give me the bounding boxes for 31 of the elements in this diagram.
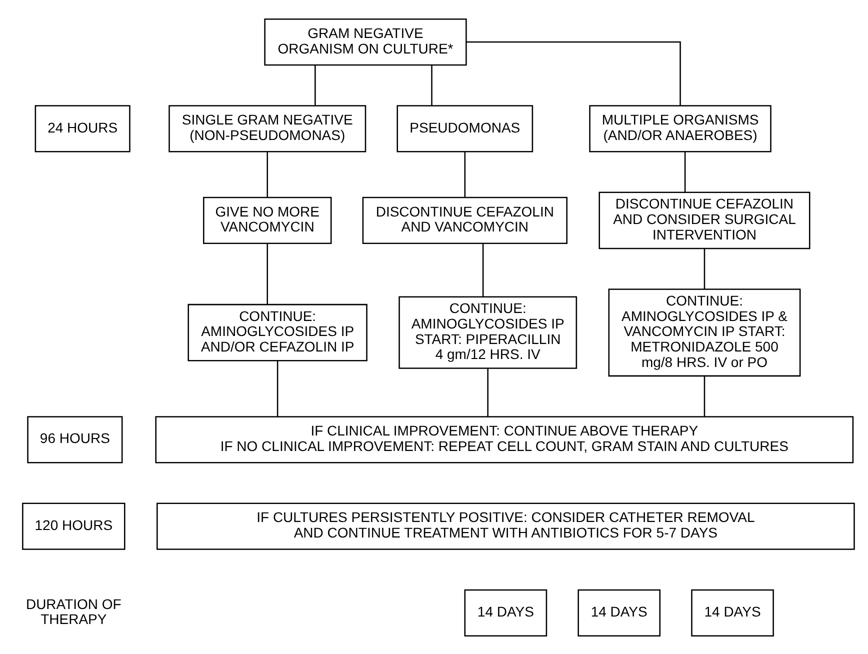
connector: [266, 151, 268, 196]
node-box: 14 DAYS: [578, 588, 661, 636]
node-box: 14 DAYS: [464, 588, 548, 636]
connector: [266, 243, 268, 304]
node-box: IF CLINICAL IMPROVEMENT: CONTINUE ABOVE THERAPY IF NO CLINICAL IMPROVEMENT: REPEAT CELL COUNT, GRAM STAIN AND CULTURES: [155, 416, 854, 463]
node-box: 120 HOURS: [22, 502, 126, 550]
node-box: PSEUDOMONAS: [396, 104, 534, 152]
node-box: DISCONTINUE CEFAZOLIN AND CONSIDER SURGICAL INTERVENTION: [598, 191, 810, 249]
node-box: CONTINUE: AMINOGLYCOSIDES IP & VANCOMYCIN IP START: METRONIDAZOLE 500 mg/8 HRS. IV or PO: [608, 288, 801, 376]
connector: [464, 151, 466, 196]
connector: [482, 243, 484, 296]
connector: [487, 368, 488, 416]
connector: [466, 40, 681, 105]
node-box: IF CULTURES PERSISTENTLY POSITIVE: CONSIDER CATHETER REMOVAL AND CONTINUE TREATMENT WITH ANTIBIOTICS FOR 5-7 DAYS: [156, 502, 855, 550]
node-box: GIVE NO MORE VANCOMYCIN: [203, 196, 332, 244]
node-box: DISCONTINUE CEFAZOLIN AND VANCOMYCIN: [362, 196, 568, 244]
label: DURATION OF THERAPY: [26, 595, 122, 627]
connector: [704, 248, 706, 289]
node-box: 14 DAYS: [691, 588, 774, 636]
connector: [314, 64, 316, 105]
node-box: 24 HOURS: [34, 104, 130, 152]
node-box: 96 HOURS: [27, 416, 123, 463]
connector: [276, 360, 278, 416]
node-box: GRAM NEGATIVE ORGANISM ON CULTURE*: [264, 18, 467, 66]
node-box: CONTINUE: AMINOGLYCOSIDES IP START: PIPERACILLIN 4 gm/12 HRS. IV: [398, 296, 578, 368]
node-box: CONTINUE: AMINOGLYCOSIDES IP AND/OR CEFAZOLIN IP: [188, 303, 368, 361]
connector: [431, 64, 432, 105]
node-box: SINGLE GRAM NEGATIVE (NON-PSEUDOMONAS): [168, 104, 366, 152]
connector: [704, 376, 706, 416]
connector: [684, 151, 686, 192]
node-box: MULTIPLE ORGANISMS (AND/OR ANAEROBES): [589, 104, 772, 152]
